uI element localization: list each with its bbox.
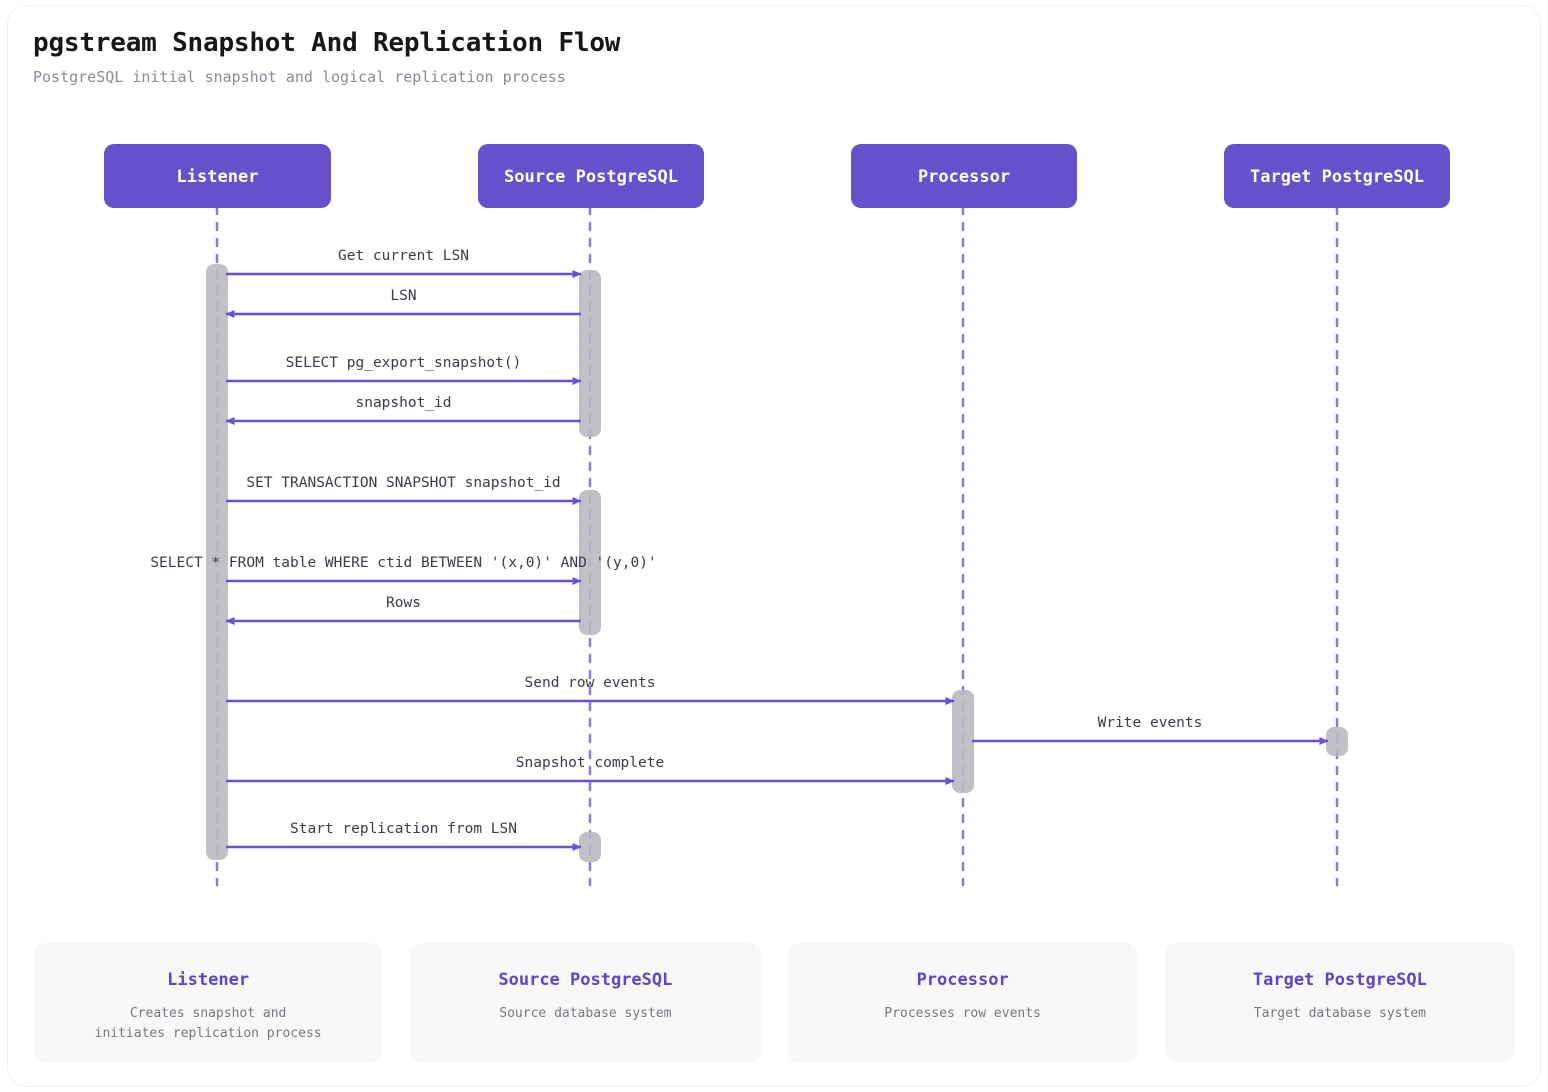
participants-group: Listener Source PostgreSQL Processor Target… (104, 144, 1450, 208)
participant-box[interactable] (478, 144, 704, 208)
legend-card-title: Processor (916, 970, 1009, 990)
legend-card: Source PostgreSQL Source database system (410, 943, 761, 1063)
message-label: Get current LSN (338, 248, 469, 264)
message-label: SET TRANSACTION SNAPSHOT snapshot_id (246, 475, 560, 491)
participant-processor[interactable]: Processor (851, 144, 1077, 208)
legend-card-description: Target database system (1253, 1006, 1426, 1021)
participant-label: Processor (918, 167, 1010, 187)
lifelines-group (215, 205, 1339, 887)
sequence-diagram: Get current LSN LSN SELECT pg_export_snaps… (104, 144, 1450, 887)
activations-group (206, 264, 1348, 862)
legend-card-title: Listener (167, 970, 250, 990)
activation-bar-listener (206, 264, 228, 860)
message-label: Send row events (525, 675, 656, 691)
legend-card-title: Source PostgreSQL (498, 970, 673, 990)
legend-card-description: Creates snapshot and initiates replicati… (94, 1006, 322, 1041)
participant-box[interactable] (851, 144, 1077, 208)
message-label: SELECT pg_export_snapshot() (286, 355, 522, 371)
activation-bar-source (579, 832, 601, 862)
messages-group: Get current LSN LSN SELECT pg_export_snaps… (150, 248, 1329, 851)
message-label: snapshot_id (355, 395, 451, 411)
participant-source[interactable]: Source PostgreSQL (478, 144, 704, 208)
legend-card: Target PostgreSQL Target database system (1164, 943, 1515, 1063)
participant-listener[interactable]: Listener (104, 144, 331, 208)
participant-box[interactable] (1224, 144, 1450, 208)
activation-bar-source (579, 270, 601, 437)
message-label: Write events (1098, 715, 1203, 731)
activation-bar-source (579, 490, 601, 635)
participant-label: Source PostgreSQL (504, 167, 678, 187)
message-label: Start replication from LSN (290, 821, 517, 837)
activation-bar-target (1326, 727, 1348, 756)
message-label: Rows (386, 595, 421, 611)
activation-bar-processor (952, 690, 974, 793)
page-title: pgstream Snapshot And Replication Flow (33, 28, 621, 58)
legend-card-title: Target PostgreSQL (1252, 970, 1427, 990)
legend-card-description: Processes row events (884, 1006, 1041, 1021)
page-subtitle: PostgreSQL initial snapshot and logical … (33, 68, 566, 86)
legend-card-description: Source database system (499, 1006, 672, 1021)
participant-label: Listener (177, 167, 259, 187)
participant-target[interactable]: Target PostgreSQL (1224, 144, 1450, 208)
message-label: LSN (390, 288, 416, 304)
participant-label: Target PostgreSQL (1250, 167, 1424, 187)
message-label: SELECT * FROM table WHERE ctid BETWEEN '… (150, 555, 656, 571)
participant-box[interactable] (104, 144, 331, 208)
message-label: Snapshot complete (516, 755, 664, 771)
